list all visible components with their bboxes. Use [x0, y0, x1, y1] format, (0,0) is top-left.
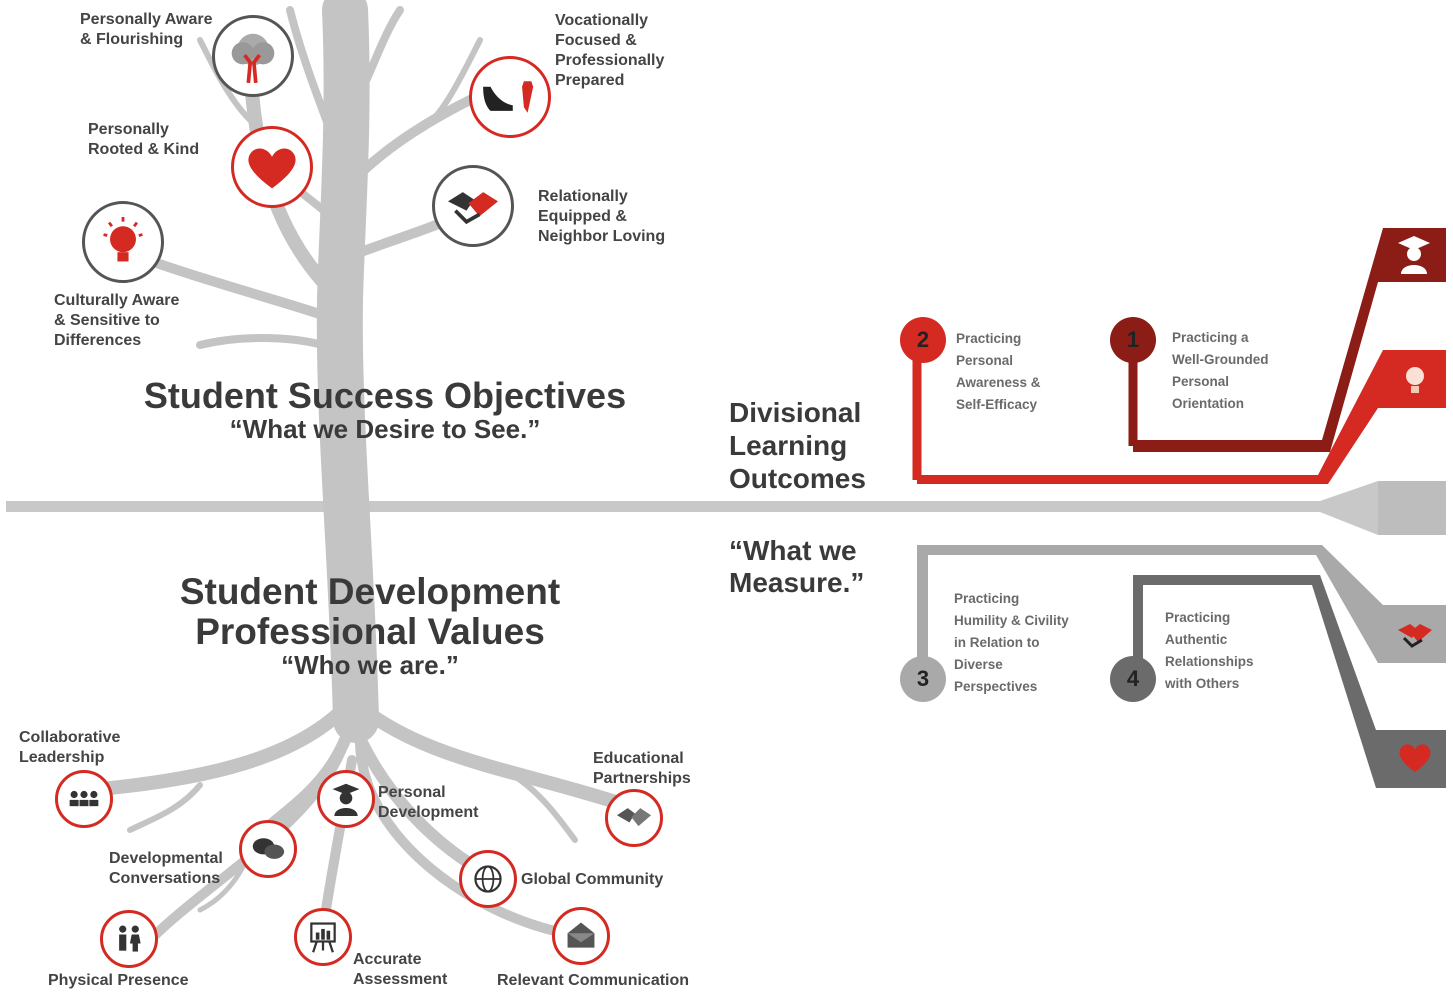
couple-icon: [119, 925, 141, 952]
objective-label: Personally Rooted & Kind: [88, 121, 200, 158]
value-conversations-circle: [239, 820, 297, 878]
outcome-label-1: Practicing a Well-Grounded Personal Orie…: [1172, 330, 1269, 411]
heart-tab-icon: [1397, 742, 1433, 774]
value-label: Collaborative Leadership: [19, 729, 121, 766]
graduate-icon: [332, 783, 360, 817]
globe-icon: [474, 865, 502, 893]
objective-label: Personally Aware & Flourishing: [80, 11, 213, 48]
handshake-icon: [447, 192, 499, 225]
envelope-icon: [567, 922, 595, 948]
value-label: Personal Development: [378, 784, 479, 821]
lightbulb-icon: [103, 216, 143, 262]
outcome-4-line: [1133, 575, 1446, 788]
outcome-label-2: Practicing Personal Awareness & Self-Eff…: [956, 331, 1041, 412]
handshake-icon: [616, 808, 652, 827]
value-label: Accurate Assessment: [353, 951, 448, 988]
value-presence-circle: [100, 910, 158, 968]
heart-icon: [248, 148, 296, 189]
outcome-badge-1: 1: [1110, 317, 1156, 363]
objective-heart-circle: [231, 126, 313, 208]
easel-chart-icon: [310, 922, 336, 953]
what-we-measure-label: “What we Measure.”: [729, 535, 865, 598]
tree: [83, 0, 632, 945]
shoe-tie-icon: [483, 81, 534, 113]
outcome-badge-4: 4: [1110, 656, 1156, 702]
value-label: Global Community: [521, 871, 664, 888]
value-label: Educational Partnerships: [593, 750, 691, 787]
value-label: Physical Presence: [48, 972, 189, 989]
objective-tree-circle: [212, 15, 294, 97]
outcome-1-line: [1133, 228, 1446, 452]
objective-label: Relationally Equipped & Neighbor Loving: [538, 188, 666, 245]
objective-lightbulb-circle: [82, 201, 164, 283]
value-global-circle: [459, 850, 517, 908]
objective-label: Culturally Aware & Sensitive to Differen…: [54, 292, 180, 349]
handshake-tab-icon: [1396, 620, 1434, 650]
value-label: Developmental Conversations: [109, 850, 223, 887]
professional-values-subtitle: “Who we are.”: [281, 650, 459, 680]
graduate-tab-icon: [1396, 234, 1432, 274]
horizon-line: [6, 501, 1336, 512]
outcome-2-line: [917, 340, 1446, 484]
objective-label: Vocationally Focused & Professionally Pr…: [555, 12, 665, 89]
value-graduate-circle: [317, 770, 375, 828]
outcome-label-4: Practicing Authentic Relationships with …: [1165, 610, 1254, 691]
value-communication-circle: [552, 907, 610, 965]
tree-icon: [231, 33, 275, 84]
professional-values-title: Student Development Professional Values: [179, 571, 561, 652]
value-assessment-circle: [294, 908, 352, 966]
speech-bubbles-icon: [252, 838, 285, 859]
objective-shoe-circle: [469, 56, 551, 138]
value-partnerships-circle: [605, 789, 663, 847]
value-people-circle: [55, 770, 113, 828]
objective-handshake-circle: [432, 165, 514, 247]
success-objectives-title: Student Success Objectives: [143, 375, 627, 416]
learning-outcomes-label: Divisional Learning Outcomes: [729, 397, 866, 494]
lightbulb-tab-icon: [1402, 364, 1428, 396]
outcome-badge-2: 2: [900, 317, 946, 363]
people-icon: [69, 790, 99, 807]
outcome-badge-3: 3: [900, 656, 946, 702]
success-objectives-subtitle: “What we Desire to See.”: [229, 414, 541, 444]
outcome-label-3: Practicing Humility & Civility in Relati…: [954, 591, 1069, 694]
value-label: Relevant Communication: [497, 972, 690, 989]
